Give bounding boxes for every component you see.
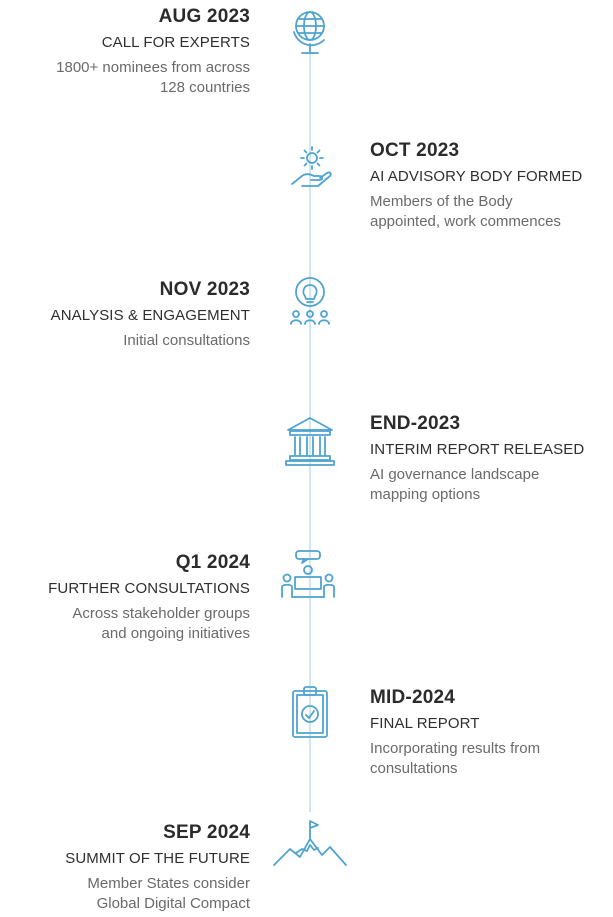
milestone-date: Q1 2024 <box>175 552 250 573</box>
milestone-description: 1800+ nominees from across 128 countries <box>56 59 250 96</box>
milestone-date: NOV 2023 <box>159 279 250 300</box>
milestone-heading: ANALYSIS & ENGAGEMENT <box>50 307 250 324</box>
milestone-heading: SUMMIT OF THE FUTURE <box>65 850 250 867</box>
milestone-nov-2023: NOV 2023 ANALYSIS & ENGAGEMENT Initial c… <box>51 279 250 351</box>
milestone-heading: FURTHER CONSULTATIONS <box>48 580 250 597</box>
milestone-description: Across stakeholder groups and ongoing in… <box>72 605 250 642</box>
milestone-date: AUG 2023 <box>158 6 250 27</box>
milestone-description: Initial consultations <box>123 332 250 349</box>
milestone-sep-2024: SEP 2024 SUMMIT OF THE FUTURE Member Sta… <box>65 822 250 914</box>
milestone-description: Members of the Body appointed, work comm… <box>370 193 561 230</box>
milestone-description: AI governance landscape mapping options <box>370 466 540 503</box>
milestone-oct-2023: OCT 2023 AI ADVISORY BODY FORMED Members… <box>370 140 582 232</box>
milestone-mid-2024: MID-2024 FINAL REPORT Incorporating resu… <box>370 687 540 779</box>
milestone-date: MID-2024 <box>370 687 456 708</box>
milestone-end-2023: END-2023 INTERIM REPORT RELEASED AI gove… <box>370 413 584 505</box>
lightbulb-people-icon <box>280 272 340 332</box>
milestone-date: SEP 2024 <box>163 822 250 843</box>
milestone-aug-2023: AUG 2023 CALL FOR EXPERTS 1800+ nominees… <box>56 6 250 98</box>
meeting-icon <box>278 545 338 605</box>
milestone-heading: INTERIM REPORT RELEASED <box>370 441 585 458</box>
milestone-date: END-2023 <box>370 413 461 434</box>
milestone-description: Member States consider Global Digital Co… <box>87 875 250 912</box>
institution-icon <box>280 410 340 470</box>
gear-hand-icon <box>280 140 340 200</box>
clipboard-check-icon <box>280 683 340 743</box>
timeline-line <box>309 52 311 812</box>
milestone-q1-2024: Q1 2024 FURTHER CONSULTATIONS Across sta… <box>48 552 250 644</box>
milestone-heading: FINAL REPORT <box>370 715 480 732</box>
milestone-heading: AI ADVISORY BODY FORMED <box>370 168 583 185</box>
milestone-heading: CALL FOR EXPERTS <box>101 34 250 51</box>
mountain-flag-icon <box>272 815 348 875</box>
globe-icon <box>280 2 340 62</box>
milestone-date: OCT 2023 <box>370 140 460 161</box>
milestone-description: Incorporating results from consultations <box>370 740 541 777</box>
